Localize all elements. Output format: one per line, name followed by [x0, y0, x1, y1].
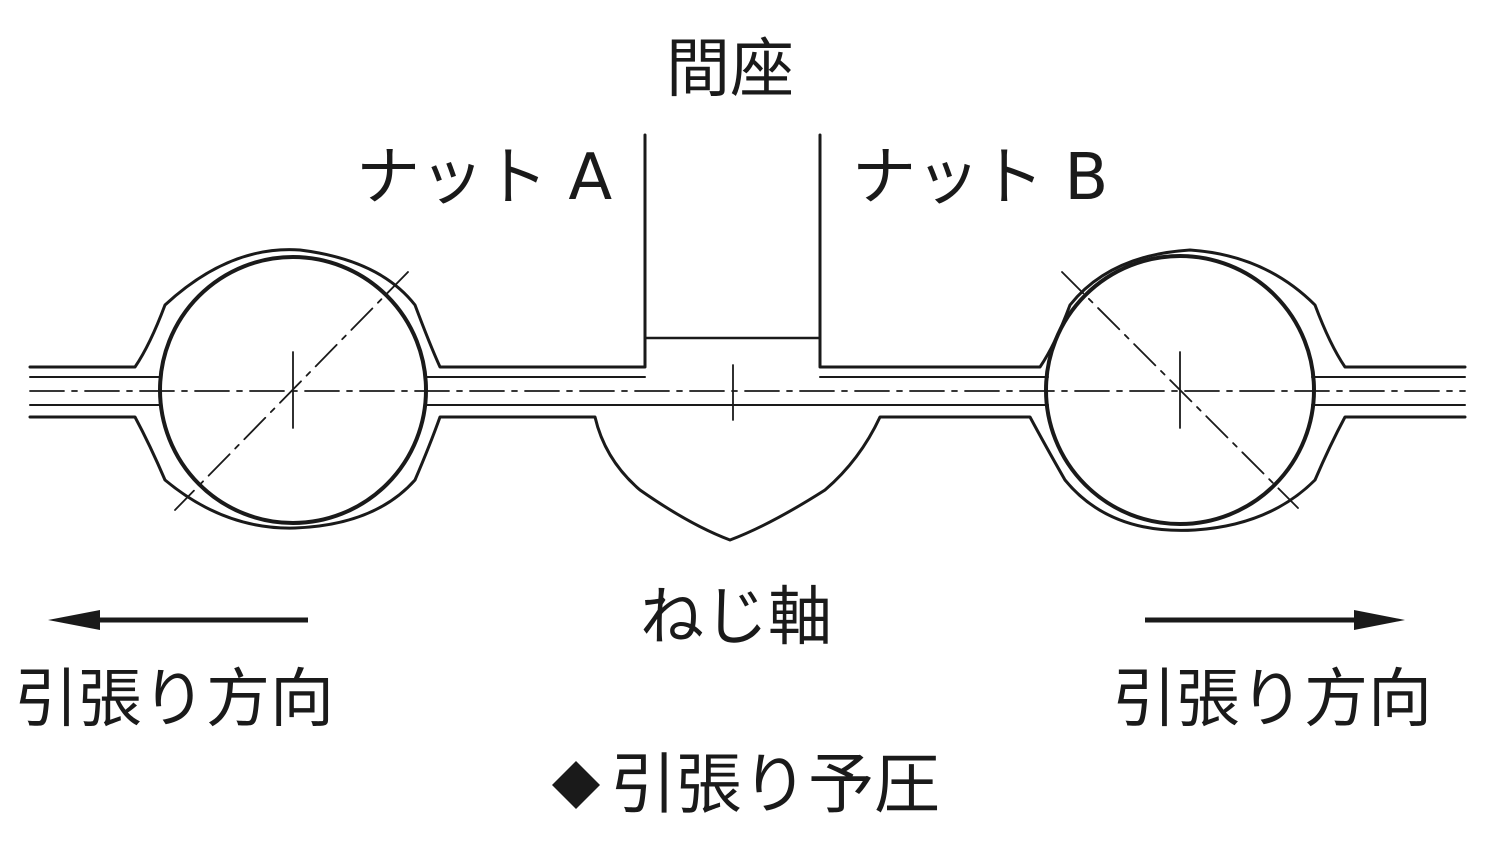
- arrow-right-icon: [1145, 610, 1405, 630]
- spacer-label: 間座: [666, 33, 794, 107]
- arrow-left-icon: [48, 610, 308, 630]
- contact-line-left: [174, 271, 409, 511]
- caption: 引張り予圧: [550, 752, 940, 818]
- diamond-icon: [552, 761, 600, 809]
- caption-text: 引張り予圧: [610, 746, 940, 823]
- tension-direction-right-label: 引張り方向: [1112, 663, 1432, 737]
- nut-b-label: ナット B: [852, 141, 1109, 215]
- nut-a-profile: [28, 133, 647, 369]
- nut-a-label: ナット A: [356, 141, 613, 215]
- screw-shaft-profile: [28, 415, 1467, 542]
- tension-direction-left-label: 引張り方向: [14, 663, 334, 737]
- ball-right: [1044, 254, 1316, 526]
- screw-shaft-label: ねじ軸: [640, 581, 832, 655]
- ball-left: [158, 255, 428, 525]
